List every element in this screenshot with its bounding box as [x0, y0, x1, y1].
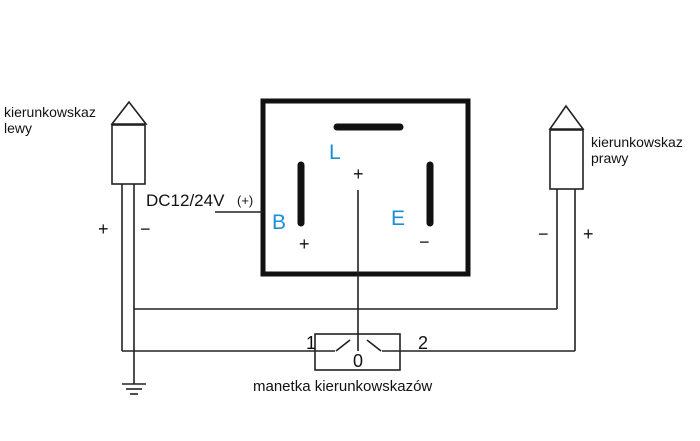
- right-indicator-plus-sign: +: [583, 224, 594, 244]
- relay-pin-E-label: E: [391, 207, 405, 230]
- relay-pin-L-label: L: [329, 141, 341, 164]
- supply-voltage-label: DC12/24V: [146, 191, 225, 210]
- switch-position-0: 0: [353, 351, 363, 371]
- left-indicator-plus-sign: +: [98, 219, 109, 239]
- switch-right-contact: [366, 339, 382, 352]
- turn-signal-switch: 1 0 2 manetka kierunkowskazów: [253, 333, 432, 395]
- left-lamp-body: [111, 124, 146, 185]
- supply-polarity-label: (+): [237, 193, 253, 208]
- relay-pin-L-sign: +: [353, 164, 364, 184]
- left-lamp-cap-icon: [110, 100, 148, 125]
- left-indicator-label-line1: kierunkowskaz: [4, 104, 96, 120]
- switch-position-2: 2: [418, 333, 428, 353]
- right-indicator-label-line2: prawy: [591, 150, 628, 166]
- switch-left-contact: [335, 339, 351, 352]
- relay-pin-B-sign: +: [299, 234, 310, 254]
- relay-housing: [260, 98, 471, 277]
- switch-label: manetka kierunkowskazów: [253, 378, 432, 395]
- flasher-relay: L B E + + −: [260, 98, 471, 277]
- right-lamp-cap-icon: [548, 104, 585, 130]
- left-indicator-minus-sign: −: [140, 219, 151, 239]
- left-indicator-label-line2: lewy: [4, 120, 32, 136]
- right-indicator: kierunkowskaz prawy − +: [538, 104, 683, 351]
- switch-position-1: 1: [306, 333, 316, 353]
- switch-body: [314, 333, 401, 371]
- relay-pin-E-sign: −: [419, 232, 430, 252]
- relay-pin-B-label: B: [272, 211, 286, 234]
- right-indicator-label-line1: kierunkowskaz: [591, 134, 683, 150]
- right-lamp-body: [549, 129, 584, 190]
- ground-icon: [122, 383, 146, 395]
- right-indicator-minus-sign: −: [538, 224, 549, 244]
- supply-input: DC12/24V (+): [146, 191, 263, 213]
- wiring: [122, 190, 575, 352]
- left-indicator: kierunkowskaz lewy + −: [4, 100, 151, 384]
